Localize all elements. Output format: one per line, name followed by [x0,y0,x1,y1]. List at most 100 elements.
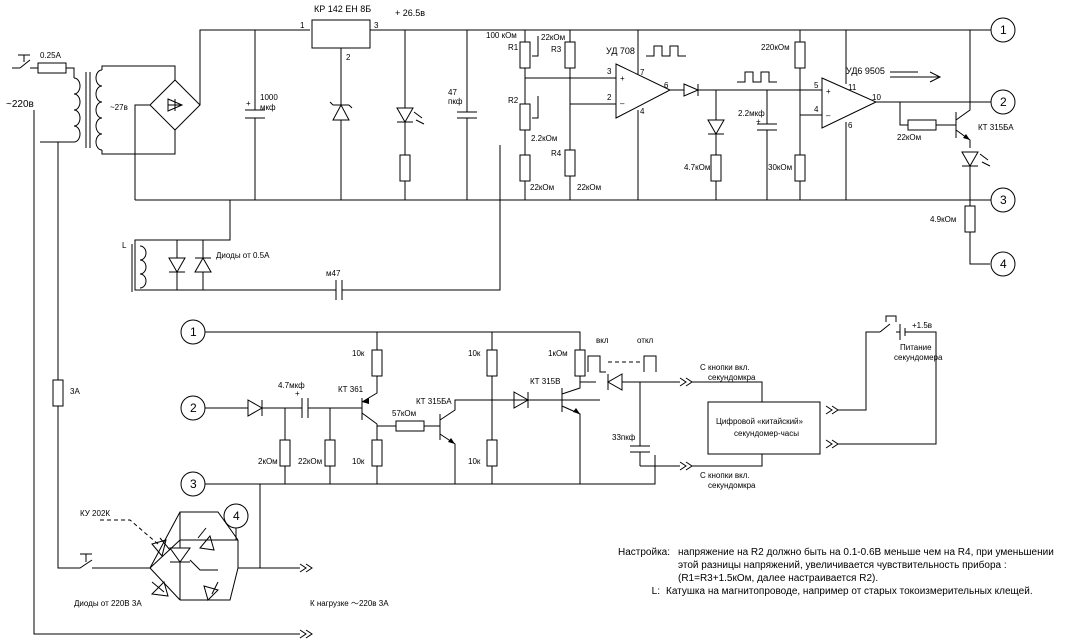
terminal-3-top [990,187,1016,213]
led-resistor [399,154,411,182]
load-label: К нагрузке ～220в 3А [310,599,389,608]
resistor-1k [574,349,586,377]
op2-pin4: 4 [814,105,819,114]
diodes-220-label: Диоды от 220В 3А [74,599,142,608]
diodes-05a [194,240,212,290]
r3-label: R3 [551,45,562,54]
pulse-off-icon [643,355,657,372]
r2-label: R2 [508,96,519,105]
r-220k-label: 220кОм [761,43,790,52]
cap-1000-label: 1000 [260,93,278,102]
reg-pin1: 1 [300,21,305,30]
opamp-ud708-label: УД 708 [606,46,635,56]
stopwatch-label-1: Цифровой «китайский» [716,417,804,426]
r-49k-label: 4.9кОм [930,215,956,224]
btn-off-label-2: секундомкра [708,481,756,490]
power-supply: 0.25A ~220в ~27в + 1000 мкф КР 142 ЕН 8Б… [6,4,1000,201]
r-1k-label: 1кОм [548,349,568,358]
r-47k-label: 4.7кОм [684,163,710,172]
resistor-49k [964,205,976,233]
op1-pin4: 4 [640,107,645,116]
sense-coil: L Диоды от 0.5А м47 [122,145,501,300]
setup-note-label: Настройка: [618,547,671,558]
r-10k-b-label: 10к [468,349,481,358]
opamp-ud708 [615,63,672,119]
r-10k-d-label: 10к [468,457,481,466]
coil-note-text: Катушка на магнитопроводе, например от с… [666,586,1033,597]
thyristor-label: КУ 202К [80,509,110,518]
diode-d2 [707,90,725,155]
op1-plus: + [620,74,625,83]
secondary-label: ~27в [110,103,128,112]
terminal-2-top-label: 2 [1000,95,1007,109]
indicator-led [961,151,979,200]
opamp-ud6-label: УД6 9505 [846,66,885,76]
cap-47mkf-label: 4.7мкф [278,381,305,390]
kt315a-label: КТ 315БА [978,123,1014,132]
terminal-3-bottom-label: 3 [190,477,197,491]
r-22k-b-label: 22кОм [577,183,601,192]
r-30k-label: 30кОм [768,163,792,172]
cap-47-label: 47 [448,88,457,97]
kt315ba-label: КТ 315БА [416,397,452,406]
cap-47-unit: пкф [448,97,463,106]
fuse-025a [37,62,67,74]
op2-pin11: 11 [848,83,857,92]
resistor-2k [279,439,291,467]
r-22k-c-label: 22кОм [897,133,921,142]
terminal-2-top [990,89,1016,115]
timer-interface: 1 2 3 10к + 4.7мкф КТ 361 2кОм 22кОм 10к… [180,315,943,497]
r-22k-a-label: 22кОм [530,183,554,192]
op2-pin6: 6 [848,121,853,130]
resistor-r1 [519,41,531,69]
cap-1000-plus: + [246,99,251,108]
resistor-220k [794,41,806,69]
resistor-r3 [564,41,576,69]
op2-plus: + [826,87,831,96]
op1-minus: – [620,99,625,108]
terminal-4-top [990,251,1016,277]
setup-notes: Настройка:напряжение на R2 должно быть н… [618,546,1070,598]
r2-value: 2.2кОм [531,134,557,143]
r3-value: 22кОм [541,33,565,42]
pulse-icon-2 [737,71,777,83]
transistor-kt315a [955,30,971,148]
load-switch: 3А КУ 202К 4 Диоды от 220В 3А К нагрузке… [33,110,389,639]
battery-icon [896,324,910,340]
resistor-22kom [324,439,336,467]
op2-pin5: 5 [814,81,819,90]
transistor-kt315v [561,376,581,484]
resistor-10k-d [486,439,498,467]
power-label-2: секундомера [894,353,943,362]
bridge-diode-2 [197,527,215,551]
cap-m47-label: м47 [326,269,341,278]
r-10k-c-label: 10к [352,457,365,466]
resistor-r4 [564,149,576,177]
cap-47mkf-plus: + [295,389,300,398]
op1-pin6: 6 [664,81,669,90]
terminal-1-top-label: 1 [1000,23,1007,37]
thyristor-ku202 [169,512,191,600]
cap-22-plus: + [756,117,761,126]
r-2k-label: 2кОм [258,457,278,466]
regulator-label: КР 142 ЕН 8Б [314,4,371,14]
pulse-icon-1 [646,45,686,57]
diode-d1 [683,83,700,97]
bridge-diode-3 [150,581,169,597]
r-10k-a-label: 10к [352,349,365,358]
terminal-3-top-label: 3 [1000,193,1007,207]
opamp-ud6 [821,77,878,129]
terminal-1-bottom-label: 1 [190,325,197,339]
r1-label: R1 [508,43,519,52]
op1-pin7: 7 [640,68,645,77]
transformer-secondary [95,69,103,151]
cap-33-label: 33пкф [612,433,636,442]
power-led [396,30,414,155]
power-label-1: Питание [900,343,932,352]
bridge-diode-1 [151,537,171,558]
coil-note-label: L: [651,586,660,597]
terminal-1-top [990,17,1016,43]
r1-value: 100 кОм [486,31,517,40]
fuse-3a [52,379,64,407]
